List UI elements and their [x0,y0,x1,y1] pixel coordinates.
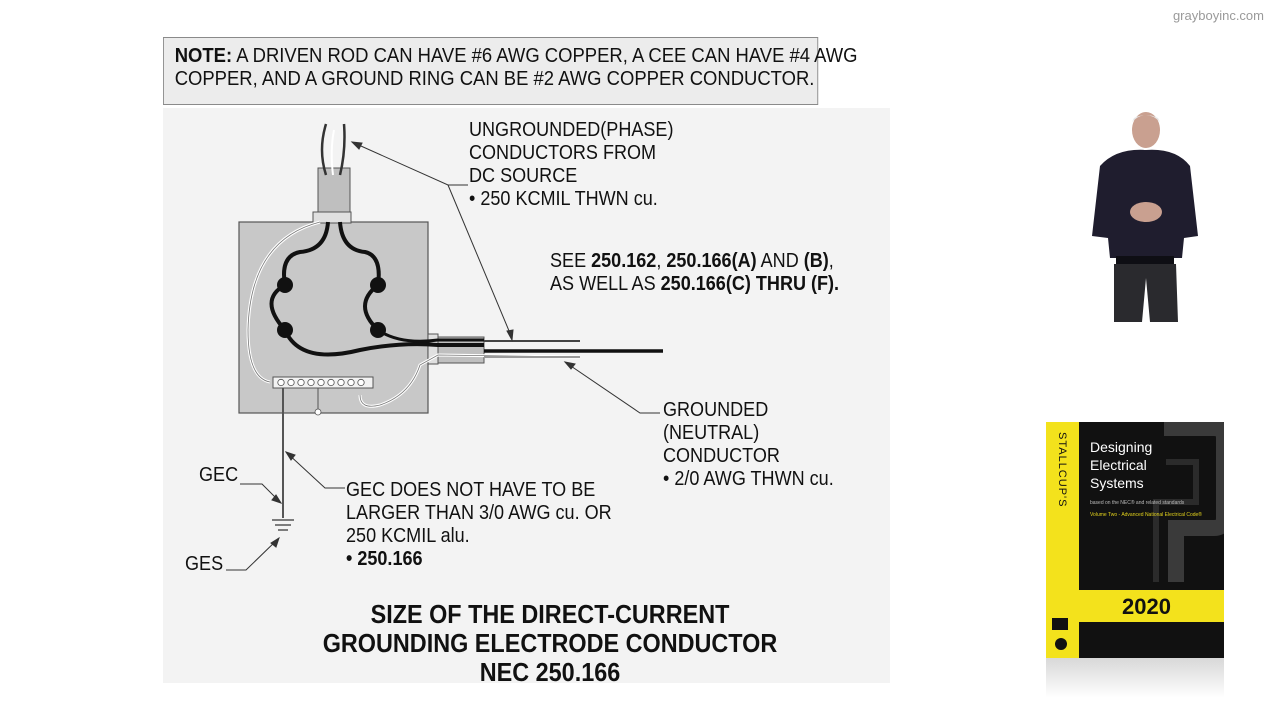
grounded-line2: (NEUTRAL) [663,421,760,444]
see-g: , [828,249,834,272]
book-reflection [1046,658,1224,698]
title-line1: SIZE OF THE DIRECT-CURRENT [370,599,730,629]
top-connector [312,211,352,224]
wire-top-right [338,123,346,176]
see-i: 250.166(C) THRU (F). [660,272,840,295]
gec-note-line2: LARGER THAN 3/0 AWG cu. OR [346,501,612,524]
arrow-ungrounded [350,141,363,150]
terminal-3 [277,322,293,338]
arrow-ungrounded-2 [506,329,514,342]
note-line2: COPPER, AND A GROUND RING CAN BE #2 AWG … [174,67,815,90]
leader-lines [226,141,660,571]
gec-note-line4: • 250.166 [346,547,423,570]
note-box: NOTE: A DRIVEN ROD CAN HAVE #6 AWG COPPE… [163,37,858,105]
book-cover: STALLCUP'S Designing Electrical Systems … [1046,422,1224,658]
ungrounded-label: UNGROUNDED(PHASE) CONDUCTORS FROM DC SOU… [469,118,673,210]
book-numeral-2-outline [1153,459,1199,582]
arrow-gec [271,494,283,504]
ungrounded-line2: CONDUCTORS FROM [469,141,657,164]
note-line1: A DRIVEN ROD CAN HAVE #6 AWG COPPER, A C… [232,44,858,67]
gec-note-line1: GEC DOES NOT HAVE TO BE [346,478,596,501]
book-volume: Volume Two - Advanced National Electrica… [1090,512,1202,518]
grounded-line4: • 2/0 AWG THWN cu. [663,467,834,490]
ungrounded-line4: • 250 KCMIL THWN cu. [469,187,658,210]
grounded-line3: CONDUCTOR [663,444,780,467]
see-a: SEE [550,249,592,272]
book-title-line3: Systems [1090,475,1144,491]
presenter-head [1132,112,1160,148]
leader-ungrounded-2 [447,184,513,339]
screw-8 [347,378,355,387]
wire-white-neutral-edge [247,221,321,383]
ungrounded-line3: DC SOURCE [469,164,578,187]
see-reference: SEE 250.162, 250.166(A) AND (B), AS WELL… [550,249,839,295]
book-year: 2020 [1122,594,1171,619]
see-c: , [656,249,667,272]
book-numeral-2 [1164,422,1224,582]
terminal-2 [370,277,386,293]
watermark: grayboyinc.com [1172,8,1264,23]
ges-label: GES [185,552,224,575]
screw-5 [317,378,325,387]
wire-top-left [320,123,328,176]
see-b: 250.162 [591,249,657,272]
book-title-line2: Electrical [1090,457,1147,473]
diagram-title: SIZE OF THE DIRECT-CURRENT GROUNDING ELE… [276,600,825,687]
leader-ungrounded [351,141,468,186]
screw-6 [327,378,335,387]
bond-screw [314,408,322,416]
presenter-hands [1130,202,1162,222]
see-d: 250.166(A) [666,249,757,272]
screw-7 [337,378,345,387]
top-conduit [317,167,351,215]
presenter-pants [1114,264,1178,322]
screw-4 [307,378,315,387]
see-h: AS WELL AS [550,272,661,295]
leader-grounded [564,361,660,414]
see-f: (B) [803,249,829,272]
screw-3 [297,378,305,387]
arrow-gec-note [284,451,296,461]
screw-1 [277,378,285,387]
presenter-hair [1132,115,1160,122]
wire-black-bottom [283,329,484,357]
title-line3: NEC 250.166 [479,657,621,687]
wire-white-out-edge [359,354,581,407]
book-year-bar [1079,590,1224,622]
book-subtitle: based on the NEC® and related standards [1090,500,1185,506]
leader-ges [226,537,280,571]
wire-black-right [338,221,381,286]
note-bold: NOTE: [174,44,233,67]
gec-label: GEC [199,463,239,486]
presenter-video [1086,108,1202,322]
title-line2: GROUNDING ELECTRODE CONDUCTOR [322,628,778,658]
presenter-belt [1116,256,1174,264]
book-logo [1052,618,1068,630]
terminal-screws [277,378,365,387]
ungrounded-line1: UNGROUNDED(PHASE) [469,118,674,141]
see-e: AND [756,249,804,272]
book-title: Designing Electrical Systems [1090,438,1152,492]
grounded-label: GROUNDED (NEUTRAL) CONDUCTOR • 2/0 AWG T… [663,398,834,490]
gec-note-line3: 250 KCMIL alu. [346,524,470,547]
arrow-grounded [563,361,576,370]
wire-black-left [282,221,330,286]
book-title-line1: Designing [1090,439,1153,455]
grounded-line1: GROUNDED [663,398,769,421]
arrow-ges [270,536,280,548]
leader-gec-note [285,451,345,489]
screw-2 [287,378,295,387]
gec-note-label: GEC DOES NOT HAVE TO BE LARGER THAN 3/0 … [346,478,612,570]
screw-9 [357,378,365,387]
wire-top-white [330,129,335,176]
terminal-1 [277,277,293,293]
terminal-4 [370,322,386,338]
book-graphic [1052,422,1224,650]
book-logo-seal [1055,638,1067,650]
